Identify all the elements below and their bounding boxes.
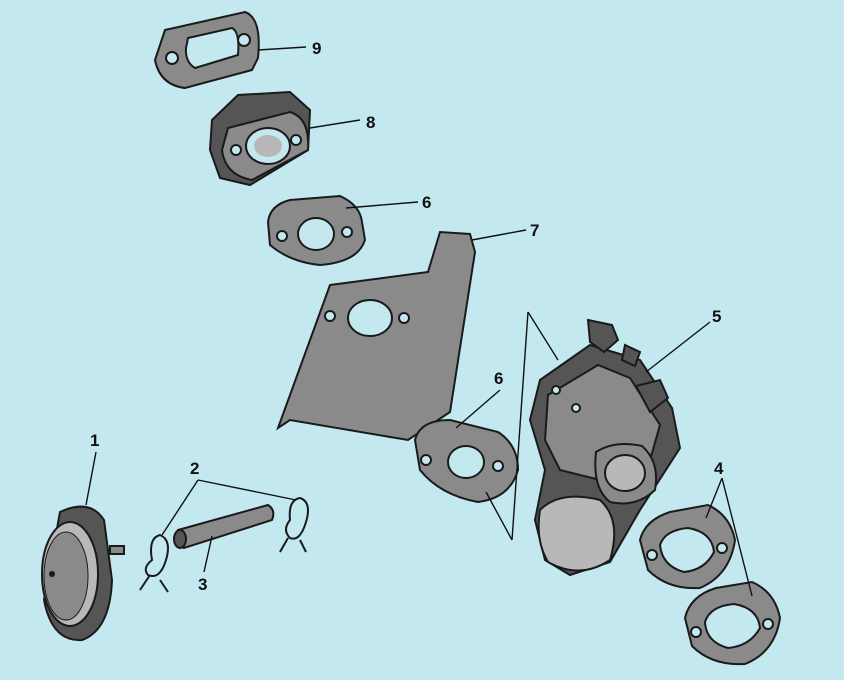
carburetor-5 xyxy=(528,318,682,577)
gasket-6-lower xyxy=(413,418,520,504)
callout-9: 9 xyxy=(312,39,321,58)
clip-2-left xyxy=(139,533,169,593)
callout-2: 2 xyxy=(190,459,199,478)
gasket-4-upper xyxy=(638,503,737,590)
spacer-8 xyxy=(208,90,312,187)
callout-4: 4 xyxy=(714,459,724,478)
callout-3: 3 xyxy=(198,575,207,594)
callout-8: 8 xyxy=(366,113,375,132)
callout-7: 7 xyxy=(530,221,539,240)
clip-2-right xyxy=(279,496,309,553)
leader-lines xyxy=(85,46,753,597)
pin-3 xyxy=(173,503,275,550)
cap-1 xyxy=(41,505,125,642)
plate-7 xyxy=(276,230,477,442)
callout-6-lower: 6 xyxy=(494,369,503,388)
gasket-6-upper xyxy=(266,194,367,267)
gasket-9 xyxy=(153,10,260,90)
gasket-4-lower xyxy=(683,580,782,666)
callout-6-upper: 6 xyxy=(422,193,431,212)
callout-1: 1 xyxy=(90,431,99,450)
callout-5: 5 xyxy=(712,307,721,326)
